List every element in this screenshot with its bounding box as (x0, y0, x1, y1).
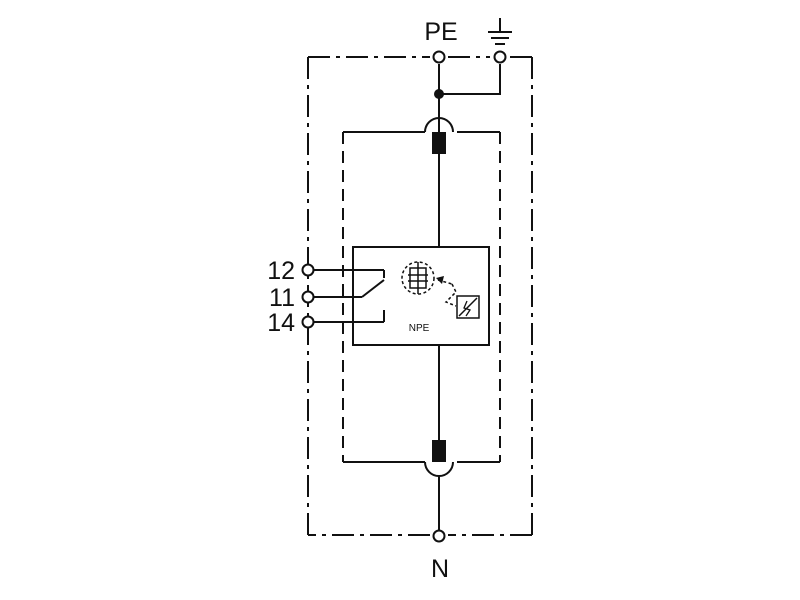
actuator-arrowhead (436, 276, 444, 284)
pe-label: PE (424, 18, 457, 46)
module-label: NPE (409, 323, 430, 334)
contact-14-label: 14 (267, 309, 295, 337)
spark-gap-icon (401, 261, 435, 295)
contact-14-terminal (301, 315, 315, 329)
contact-11-terminal (301, 290, 315, 304)
n-label: N (431, 555, 449, 583)
inner-module-boundary (342, 132, 501, 462)
pe-terminal (432, 50, 446, 64)
pe-node-dot (434, 89, 444, 99)
contact-12-label: 12 (267, 257, 295, 285)
contact-12-terminal (301, 263, 315, 277)
n-terminal (432, 529, 446, 543)
ground-icon (488, 18, 512, 45)
lower-spark-gap-connector (424, 440, 454, 477)
signal-contact-switch-icon (313, 269, 385, 323)
inner-module-solid-edges (343, 131, 500, 463)
upper-spark-gap-connector (424, 117, 454, 154)
contact-11-label: 11 (269, 284, 295, 312)
ground-terminal (493, 50, 507, 64)
thermal-disconnector-icon (456, 295, 480, 319)
